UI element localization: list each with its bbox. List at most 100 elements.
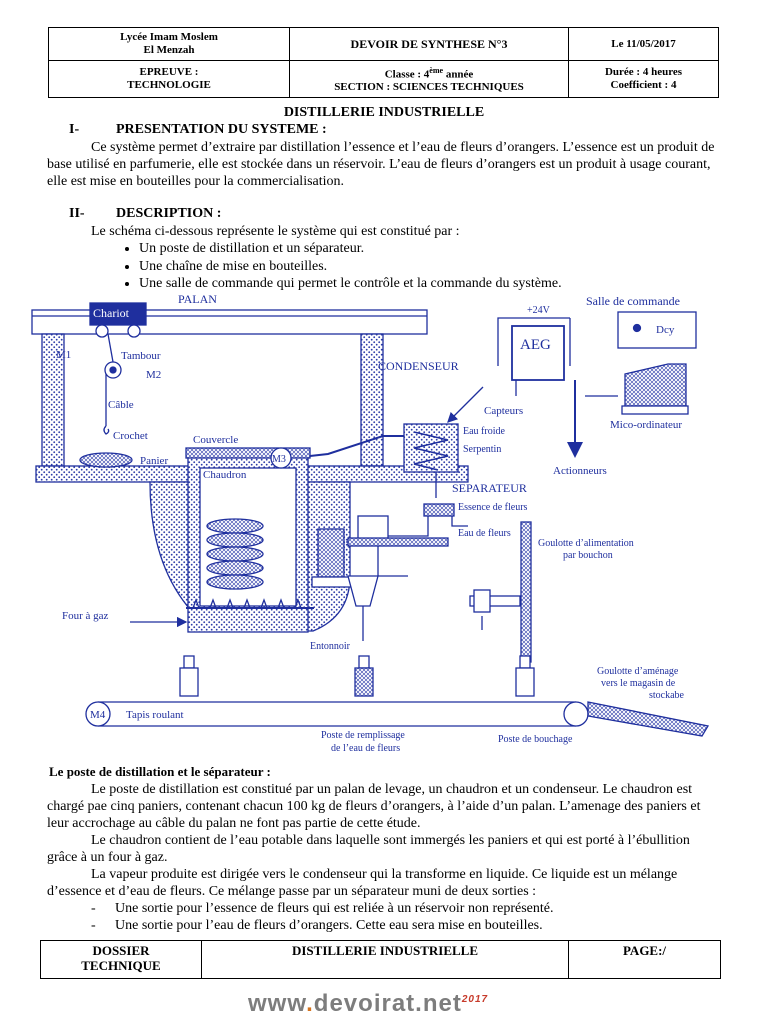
footer-dossier: DOSSIER TECHNIQUE	[40, 940, 202, 979]
section-3-dash1: Une sortie pour l’essence de fleurs qui …	[115, 901, 554, 916]
dash-item: -	[91, 918, 96, 933]
label-tapis: Tapis roulant	[126, 709, 184, 721]
section-2-title: DESCRIPTION :	[116, 206, 222, 221]
label-crochet: Crochet	[113, 430, 148, 442]
class-sup: ème	[429, 65, 444, 75]
watermark-dot: .	[306, 990, 314, 1017]
footer-table: DOSSIER TECHNIQUE DISTILLERIE INDUSTRIEL…	[40, 940, 721, 979]
section-3-p2: Le chaudron contient de l’eau potable da…	[47, 833, 690, 865]
class-prefix: Classe : 4	[384, 68, 430, 81]
chariot	[89, 302, 147, 326]
label-m3: M3	[272, 454, 286, 465]
gas-burners	[186, 598, 314, 609]
bottles	[179, 655, 535, 697]
label-serpentin: Serpentin	[463, 444, 501, 455]
section-3-dash2: Une sortie pour l’eau de fleurs d’orange…	[115, 918, 543, 933]
label-remplissage-2: de l’eau de fleurs	[331, 743, 400, 754]
section-3-p1: Le poste de distillation est constitué p…	[47, 782, 701, 831]
label-goulotte-alim-1: Goulotte d’alimentation	[538, 538, 634, 549]
duration-cell: Durée : 4 heures Coefficient : 4	[568, 60, 719, 98]
panier	[79, 452, 133, 468]
label-m2: M2	[146, 369, 161, 381]
subject-name: TECHNOLOGIE	[127, 79, 211, 91]
label-eau-de-fleurs: Eau de fleurs	[458, 528, 511, 539]
exam-title: DEVOIR DE SYNTHESE N°3	[289, 27, 569, 61]
label-micro: Mico-ordinateur	[610, 419, 682, 431]
list-item: Une chaîne de mise en bouteilles.	[139, 258, 562, 276]
label-m1: M1	[56, 349, 71, 361]
footer-page: PAGE:/	[568, 940, 721, 979]
label-goulotte-am-1: Goulotte d’aménage	[597, 666, 679, 677]
duration: Durée : 4 heures	[604, 66, 683, 78]
separateur	[423, 503, 455, 517]
label-goulotte-am-2: vers le magasin de	[601, 678, 676, 689]
label-capteurs: Capteurs	[484, 405, 523, 417]
header-table: Lycée Imam Moslem El Menzah DEVOIR DE SY…	[48, 27, 719, 98]
label-dcy: Dcy	[656, 324, 675, 336]
subject-label: EPREUVE :	[139, 66, 199, 78]
section-3-title: Le poste de distillation et le séparateu…	[49, 764, 271, 779]
dash-item: -	[91, 901, 96, 916]
couvercle	[185, 447, 311, 459]
label-remplissage-1: Poste de remplissage	[321, 730, 405, 741]
watermark-tld: .net	[415, 990, 462, 1017]
label-couvercle: Couvercle	[193, 434, 238, 446]
class-cell: Classe : 4ème année SECTION : SCIENCES T…	[289, 60, 569, 98]
motor-m3	[270, 447, 292, 469]
label-tambour: Tambour	[121, 350, 161, 362]
filling-reservoir	[317, 528, 345, 578]
school-town: El Menzah	[143, 44, 195, 56]
section-2-intro: Le schéma ci-dessous représente le systè…	[91, 224, 460, 239]
label-salle: Salle de commande	[586, 294, 680, 308]
label-condenseur: CONDENSEUR	[378, 359, 459, 373]
baskets-stack	[206, 518, 264, 590]
school-cell: Lycée Imam Moslem El Menzah	[48, 27, 290, 61]
bouchon-feed	[520, 521, 532, 663]
subject-cell: EPREUVE : TECHNOLOGIE	[48, 60, 290, 98]
watermark-name: devoirat	[313, 990, 416, 1017]
conveyor-belt	[85, 701, 589, 727]
section-1-text: Ce système permet d’extraire par distill…	[47, 140, 715, 189]
footer-dossier-line1: DOSSIER	[92, 943, 150, 958]
class-suffix: année	[443, 68, 474, 81]
label-palan: PALAN	[178, 292, 217, 306]
label-goulotte-am-3: stockabe	[649, 690, 685, 701]
gantry-right-leg	[360, 333, 384, 467]
label-goulotte-alim-2: par bouchon	[563, 550, 613, 561]
label-aeg: AEG	[520, 337, 551, 353]
watermark-prefix: www	[248, 990, 307, 1017]
coefficient: Coefficient : 4	[610, 79, 677, 91]
label-cable: Câble	[108, 399, 134, 411]
label-separateur: SEPARATEUR	[452, 481, 527, 495]
distillery-diagram: Chariot PALAN M1 Tambour M2 Câble Croche…	[31, 292, 710, 754]
condenseur	[403, 423, 459, 473]
label-entonnoir: Entonnoir	[310, 641, 351, 652]
label-four: Four à gaz	[62, 610, 109, 622]
label-chaudron: Chaudron	[203, 469, 247, 481]
label-eau-froide: Eau froide	[463, 426, 505, 437]
crochet	[103, 425, 110, 435]
list-item: Un poste de distillation et un séparateu…	[139, 240, 562, 258]
output-chute	[587, 701, 710, 737]
label-24v: +24V	[527, 305, 551, 316]
control-room	[497, 311, 697, 458]
component-list: Un poste de distillation et un séparateu…	[115, 240, 562, 293]
footer-dossier-line2: TECHNIQUE	[81, 958, 161, 973]
label-m4: M4	[90, 709, 106, 721]
site-watermark: www.devoirat.net2017	[248, 990, 488, 1018]
label-bouchage: Poste de bouchage	[498, 734, 573, 745]
section-1-number: I-	[69, 122, 80, 137]
section-3-p3: La vapeur produite est dirigée vers le c…	[47, 867, 678, 899]
footer-title: DISTILLERIE INDUSTRIELLE	[201, 940, 569, 979]
section-name: SECTION : SCIENCES TECHNIQUES	[334, 81, 524, 94]
school-name: Lycée Imam Moslem	[120, 31, 218, 43]
section-1-title: PRESENTATION DU SYSTEME :	[116, 122, 327, 137]
label-panier: Panier	[140, 455, 168, 467]
serpentin	[413, 431, 449, 471]
list-item: Une salle de commande qui permet le cont…	[139, 275, 562, 293]
exam-date: Le 11/05/2017	[568, 27, 719, 61]
label-essence: Essence de fleurs	[458, 502, 528, 513]
label-actionneurs: Actionneurs	[553, 465, 607, 477]
entonnoir	[347, 575, 379, 607]
label-chariot: Chariot	[93, 306, 130, 320]
